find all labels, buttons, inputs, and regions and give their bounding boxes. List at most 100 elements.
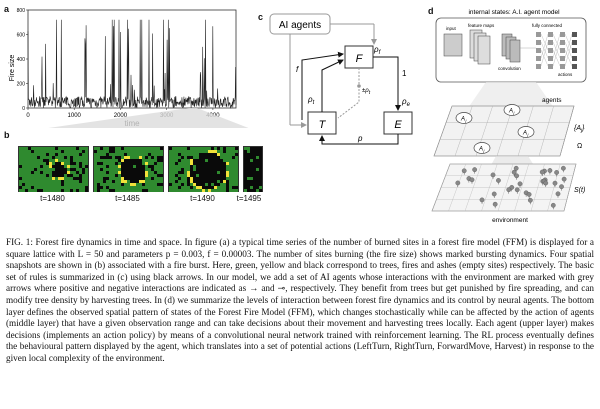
- tree-icon: [547, 168, 553, 173]
- tree-icon: [469, 177, 475, 183]
- cnn-label-fully-connected: fully connected: [532, 23, 563, 28]
- agent-subscript: j: [483, 148, 485, 153]
- harvest-arrow: [337, 68, 360, 119]
- label-f: f: [296, 65, 299, 74]
- snapshot-2: [93, 146, 164, 192]
- tree-icon: [490, 172, 496, 178]
- figure-caption: FIG. 1: Forest fire dynamics in time and…: [6, 237, 594, 363]
- panel-b-label: b: [4, 130, 10, 140]
- panel-d-architecture: internal states: A.I. agent model input …: [424, 6, 596, 226]
- snapshot-4-time: t=1495: [236, 194, 262, 203]
- ai-agents-text: AI agents: [279, 20, 321, 31]
- tree-icon: [517, 181, 523, 187]
- cnn-label-actions: actions: [558, 72, 573, 77]
- cnn-feature-maps: [469, 29, 521, 65]
- label-rho-f: ρf: [373, 45, 382, 56]
- tree-icon: [559, 184, 564, 189]
- cnn-label-input: input: [446, 26, 457, 31]
- tree-icon: [539, 169, 545, 175]
- f-rule-arrow: [301, 51, 344, 120]
- tree-icon: [550, 202, 556, 208]
- tree-icon: [513, 165, 519, 171]
- tree-icon: [461, 168, 467, 174]
- agent-circle: [517, 126, 535, 138]
- tree-icon: [496, 178, 501, 183]
- snapshot-3: [168, 146, 239, 192]
- x-tick-label: 2000: [114, 113, 128, 119]
- state-label: S(t): [574, 187, 585, 194]
- tree-icon: [472, 167, 477, 172]
- agent-circle: [503, 104, 521, 116]
- fire-size-series: [27, 19, 237, 109]
- y-tick-label: 600: [17, 33, 26, 39]
- snapshot-1: [18, 146, 89, 192]
- omega-label: Ω: [577, 143, 582, 150]
- panel-d-label: d: [428, 6, 434, 16]
- panel-c-rules-diagram: AI agents F T E ρf f 1 ρt ρe ±ρt p: [262, 10, 426, 150]
- tree-icon: [543, 180, 549, 186]
- tree-icon: [561, 165, 566, 171]
- snapshot-4: [243, 146, 263, 192]
- tree-icon: [491, 191, 497, 197]
- snapshot-3-time: t=1490: [190, 194, 215, 203]
- node-t-text: T: [319, 119, 327, 131]
- cnn-title: internal states: A.I. agent model: [468, 9, 560, 16]
- agent-circle: [473, 142, 491, 154]
- panel-c-label: c: [258, 12, 264, 22]
- tree-icon: [506, 187, 512, 193]
- x-tick-label: 0: [26, 113, 30, 119]
- agent-symbol: A: [478, 147, 483, 153]
- environment-label: environment: [492, 217, 528, 224]
- snapshot-2-time: t=1485: [115, 194, 140, 203]
- tree-icon: [555, 191, 561, 197]
- node-e-text: E: [394, 119, 402, 131]
- tree-icon: [514, 173, 519, 179]
- tree-icon: [511, 169, 517, 175]
- label-rho-t: ρt: [307, 95, 315, 106]
- agent-symbol: A: [508, 109, 513, 115]
- tree-icon: [554, 170, 559, 175]
- tree-icon: [514, 187, 520, 193]
- label-rho-e: ρe: [401, 97, 411, 108]
- node-f-text: F: [356, 53, 364, 65]
- snapshot-1-time: t=1480: [40, 194, 65, 203]
- agents-layer: [433, 105, 575, 157]
- panel-b-snapshots: t=1480 t=1485 t=1490 t=1495: [6, 128, 264, 212]
- agent-symbol: A: [522, 131, 527, 137]
- cnn-input-map: [443, 33, 463, 57]
- tree-icon: [526, 192, 532, 197]
- agent-set-label: {Aj}: [574, 125, 585, 134]
- cnn-label-feature-maps: feature maps: [468, 23, 495, 28]
- agent-subscript: j: [465, 118, 467, 123]
- agent-symbol: A: [460, 117, 465, 123]
- harvest-dot: [357, 84, 361, 88]
- tree-icon: [455, 180, 461, 186]
- agent-subscript: j: [527, 132, 529, 137]
- tree-icon: [561, 176, 567, 182]
- y-tick-label: 400: [17, 57, 26, 63]
- agent-circle: [455, 112, 473, 124]
- cnn-label-convolution: convolution: [498, 66, 521, 71]
- tree-icon: [552, 180, 558, 186]
- y-tick-label: 200: [17, 82, 26, 88]
- e-to-t-arrow: [319, 134, 399, 145]
- cnn-fully-connected: [520, 32, 577, 69]
- panel-a-label: a: [4, 4, 10, 14]
- agent-subscript: j: [513, 110, 515, 115]
- y-tick-label: 800: [17, 8, 26, 14]
- label-z: ±ρt: [362, 88, 371, 96]
- zoom-wedge: [6, 108, 264, 134]
- label-one: 1: [402, 69, 407, 78]
- t-to-f-arrow: [321, 59, 344, 112]
- agents-label: agents: [542, 97, 562, 104]
- cnn-cone: [468, 82, 554, 108]
- tree-icon: [528, 197, 533, 203]
- tree-icon: [492, 201, 498, 207]
- x-tick-label: 1000: [68, 113, 82, 119]
- y-axis-label: Fire size: [9, 55, 16, 82]
- tree-icon: [479, 197, 485, 203]
- label-p: p: [357, 134, 363, 143]
- y-tick-label: 0: [22, 106, 25, 112]
